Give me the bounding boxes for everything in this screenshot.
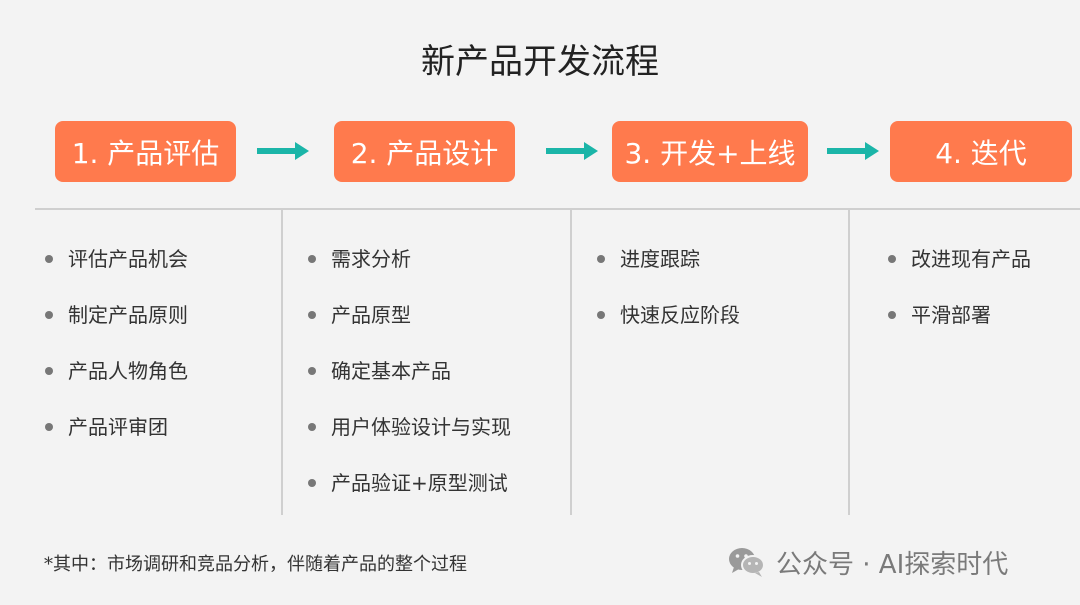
list-item: 进度跟踪 <box>596 242 740 298</box>
column-divider <box>570 210 572 515</box>
bullet-icon <box>45 255 53 263</box>
step-2-box: 2. 产品设计 <box>334 121 515 182</box>
column-divider <box>848 210 850 515</box>
list-item-label: 产品人物角色 <box>68 359 188 383</box>
bullet-icon <box>597 311 605 319</box>
bullet-icon <box>45 367 53 375</box>
list-item-label: 确定基本产品 <box>331 359 451 383</box>
list-item: 确定基本产品 <box>307 354 511 410</box>
header-divider <box>35 208 1080 210</box>
bullet-icon <box>308 311 316 319</box>
step-4-box: 4. 迭代 <box>890 121 1072 182</box>
list-item: 制定产品原则 <box>44 298 188 354</box>
footnote: *其中：市场调研和竞品分析，伴随着产品的整个过程 <box>44 554 467 575</box>
list-item: 平滑部署 <box>887 298 1031 354</box>
step-1-box: 1. 产品评估 <box>55 121 236 182</box>
bullet-icon <box>308 423 316 431</box>
column-divider <box>281 210 283 515</box>
step-4-list: 改进现有产品 平滑部署 <box>887 242 1031 354</box>
list-item-label: 快速反应阶段 <box>620 303 740 327</box>
watermark: 公众号 · AI探索时代 <box>728 540 1008 584</box>
list-item-label: 产品验证+原型测试 <box>331 471 508 495</box>
list-item-label: 需求分析 <box>331 247 411 271</box>
list-item-label: 用户体验设计与实现 <box>331 415 511 439</box>
wechat-icon <box>729 548 765 577</box>
list-item: 需求分析 <box>307 242 511 298</box>
watermark-text: 公众号 · AI探索时代 <box>776 549 1009 580</box>
list-item: 产品人物角色 <box>44 354 188 410</box>
bullet-icon <box>308 255 316 263</box>
step-3-box: 3. 开发+上线 <box>612 121 808 182</box>
arrow-right-icon <box>827 142 879 160</box>
bullet-icon <box>308 479 316 487</box>
list-item-label: 改进现有产品 <box>911 247 1031 271</box>
step-3-list: 进度跟踪 快速反应阶段 <box>596 242 740 354</box>
list-item: 产品验证+原型测试 <box>307 466 511 522</box>
list-item-label: 制定产品原则 <box>68 303 188 327</box>
list-item-label: 进度跟踪 <box>620 247 700 271</box>
bullet-icon <box>597 255 605 263</box>
arrow-right-icon <box>546 142 598 160</box>
bullet-icon <box>888 255 896 263</box>
list-item: 快速反应阶段 <box>596 298 740 354</box>
list-item-label: 平滑部署 <box>911 303 991 327</box>
list-item: 产品评审团 <box>44 410 188 466</box>
step-1-list: 评估产品机会 制定产品原则 产品人物角色 产品评审团 <box>44 242 188 466</box>
list-item: 改进现有产品 <box>887 242 1031 298</box>
list-item: 评估产品机会 <box>44 242 188 298</box>
bullet-icon <box>45 423 53 431</box>
list-item: 产品原型 <box>307 298 511 354</box>
bullet-icon <box>45 311 53 319</box>
step-2-list: 需求分析 产品原型 确定基本产品 用户体验设计与实现 产品验证+原型测试 <box>307 242 511 522</box>
bullet-icon <box>308 367 316 375</box>
list-item: 用户体验设计与实现 <box>307 410 511 466</box>
list-item-label: 产品评审团 <box>68 415 168 439</box>
arrow-right-icon <box>257 142 309 160</box>
list-item-label: 评估产品机会 <box>68 247 188 271</box>
page-title: 新产品开发流程 <box>421 42 659 82</box>
list-item-label: 产品原型 <box>331 303 411 327</box>
bullet-icon <box>888 311 896 319</box>
